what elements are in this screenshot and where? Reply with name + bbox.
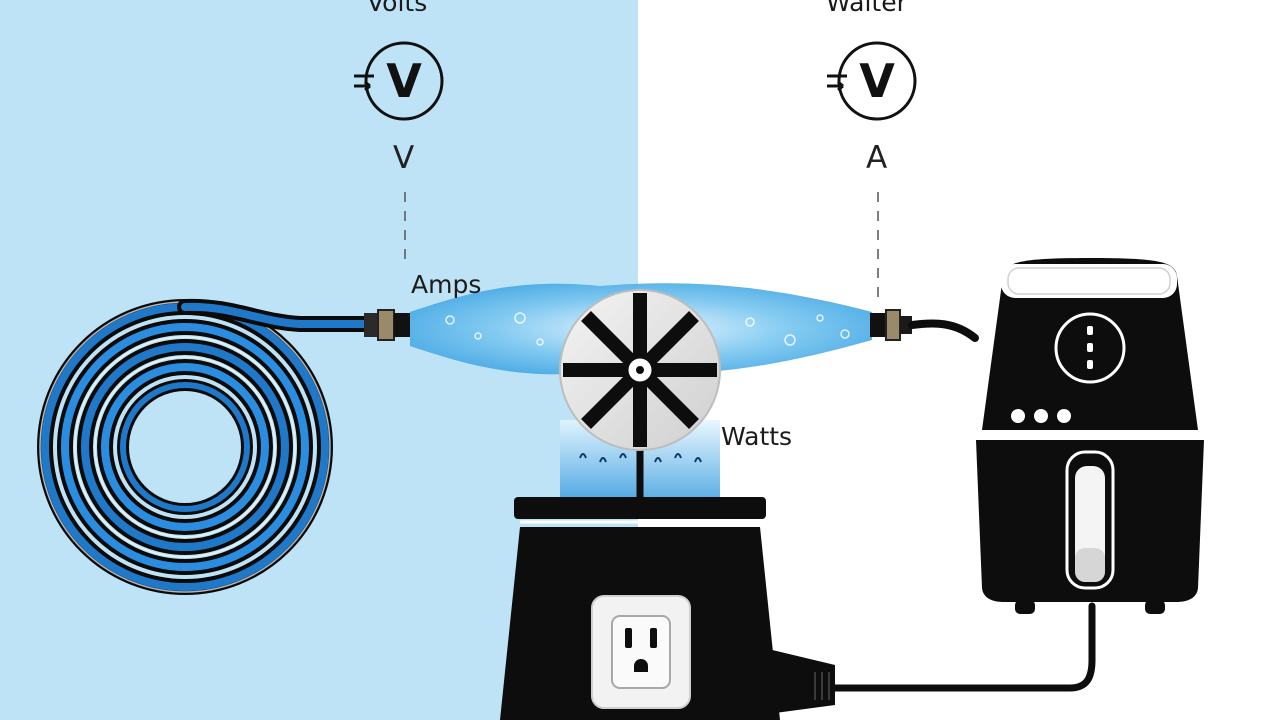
amps-label: Amps bbox=[411, 270, 482, 299]
watts-label: Watts bbox=[721, 422, 793, 451]
water-wheel-icon bbox=[559, 289, 721, 500]
hose-coil-icon bbox=[37, 298, 376, 595]
power-outlet-icon bbox=[591, 595, 691, 709]
voltmeter-icon bbox=[354, 41, 444, 121]
left-nozzle bbox=[364, 309, 410, 341]
air-fryer-icon bbox=[975, 258, 1205, 614]
walter-title: Walter bbox=[826, 0, 907, 17]
plug-icon bbox=[760, 602, 1096, 715]
voltmeter-symbol: V bbox=[386, 54, 422, 108]
amps-unit-label: A bbox=[866, 140, 888, 176]
right-nozzle bbox=[870, 309, 979, 342]
ammeter-icon bbox=[827, 41, 917, 121]
volts-title: Volts bbox=[367, 0, 428, 17]
volts-unit-label: V bbox=[393, 140, 415, 176]
ammeter-symbol: V bbox=[859, 54, 895, 108]
